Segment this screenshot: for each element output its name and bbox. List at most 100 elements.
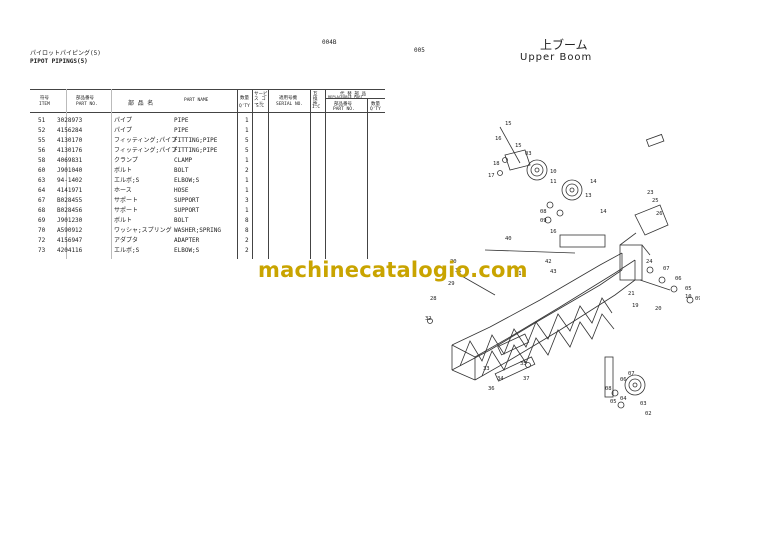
callout: 23	[647, 190, 654, 196]
clamp-bracket	[634, 204, 669, 236]
header-serial-jp: 適用号機	[279, 96, 297, 101]
pin-07	[639, 279, 671, 291]
callout: 20	[655, 306, 662, 312]
callout: 13	[585, 193, 592, 199]
callout: 35	[520, 361, 527, 367]
callout: 18	[493, 161, 500, 167]
header-qty-jp: 数量	[240, 96, 249, 101]
callout: 14	[600, 209, 607, 215]
callout: 25	[652, 198, 659, 204]
sheave-lower	[624, 374, 646, 396]
callout: 07	[628, 371, 635, 377]
callout: 31	[455, 268, 462, 274]
callout: 15	[505, 121, 512, 127]
header-repl-qty-jp: 数量	[371, 102, 380, 107]
header-partname-jp: 部 品 名	[128, 100, 154, 107]
left-title-en: PIPOT PIPINGS(5)	[30, 58, 88, 65]
callout: 34	[497, 376, 504, 382]
watermark-text: machinecatalogio.com	[258, 258, 528, 282]
callout: 17	[488, 173, 495, 179]
callout: 10	[550, 169, 557, 175]
callout: 42	[545, 259, 552, 265]
callout: 01	[515, 271, 522, 277]
upper-boom-exploded-diagram: 15 16 17 18 03 15 10 11 14 13 14 23 25 2…	[425, 121, 700, 417]
callout: 11	[550, 179, 557, 185]
callout: 16	[550, 229, 557, 235]
header-sc-en: S.C	[256, 104, 265, 109]
right-title-jp: 上ブーム	[540, 38, 588, 52]
header-qty-en: Q'TY	[239, 104, 250, 109]
callout: 06	[675, 276, 682, 282]
pin-29	[459, 274, 496, 296]
sheave-upper-right	[561, 179, 583, 201]
callout: 16	[495, 136, 502, 142]
callout: 24	[646, 259, 653, 265]
header-partname-en: PART NAME	[184, 98, 209, 103]
header-partno-jp: 部品番号	[76, 96, 94, 101]
rod-40	[484, 249, 576, 254]
header-item-en: ITEM	[39, 102, 50, 107]
callout: 07	[663, 266, 670, 272]
bracket-15	[499, 126, 521, 164]
callout: 40	[505, 236, 512, 242]
callout: 21	[628, 291, 635, 297]
header-repl-partno-en: PART NO.	[333, 107, 355, 112]
callout: 33	[483, 366, 490, 372]
callout: 05	[685, 286, 692, 292]
callout: 37	[523, 376, 530, 382]
right-page-number: 005	[414, 47, 425, 54]
callout: 09	[695, 296, 700, 302]
header-ic-jp: 互換性	[313, 92, 318, 107]
callout: 14	[590, 179, 597, 185]
callout: 19	[632, 303, 639, 309]
header-ic-en: I.C	[312, 105, 321, 110]
callout: 08	[605, 386, 612, 392]
left-title-jp: パイロットパイピング(5)	[30, 50, 101, 57]
sheave-upper-left	[526, 159, 548, 181]
label-plate	[645, 133, 665, 148]
header-replaceable-en: REPLACEABLE PART	[328, 95, 363, 99]
left-page-number: 004B	[322, 39, 337, 46]
callout: 15	[515, 143, 522, 149]
header-replaceable-jp: 代 替 部 品	[340, 92, 367, 97]
callout: 03	[640, 401, 647, 407]
callout: 32	[425, 316, 432, 322]
callout: 28	[430, 296, 437, 302]
right-title-en: Upper Boom	[520, 52, 593, 63]
callout: 04	[620, 396, 627, 402]
callout: 05	[610, 399, 617, 405]
header-partno-en: PART NO.	[76, 102, 98, 107]
callout: 06	[620, 377, 627, 383]
header-sc-jp: サービス コード	[254, 92, 268, 107]
header-repl-partno-jp: 部品番号	[334, 102, 352, 107]
callout: 03	[525, 151, 532, 157]
bracket-plate	[504, 149, 531, 171]
callout: 10	[685, 294, 692, 300]
callout: 09	[540, 218, 547, 224]
callout: 29	[448, 281, 455, 287]
header-serial-en: SERIAL NO.	[276, 102, 304, 107]
boom-lattice	[451, 232, 651, 398]
callout: 08	[540, 209, 547, 215]
callout: 02	[645, 411, 652, 417]
callout-labels: 15 16 17 18 03 15 10 11 14 13 14 23 25 2…	[425, 121, 700, 417]
callout: 43	[550, 269, 557, 275]
name-plate	[494, 356, 536, 382]
callout: 26	[656, 211, 663, 217]
header-item-jp: 符号	[40, 96, 49, 101]
header-repl-qty-en: Q'TY	[370, 107, 381, 112]
